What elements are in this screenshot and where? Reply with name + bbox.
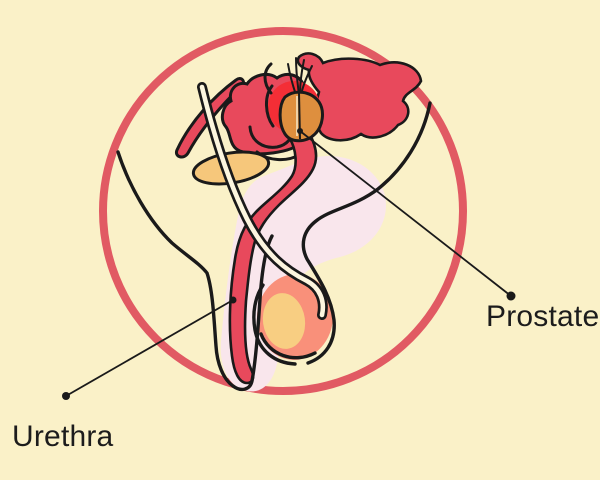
sacrum-bone: [296, 52, 423, 142]
testicle: [256, 274, 334, 360]
abdomen-penis-contour: [116, 150, 274, 392]
testicle-inner: [262, 293, 306, 349]
label-prostate: Prostate: [486, 300, 600, 333]
label-urethra: Urethra: [12, 420, 114, 453]
body-contours: [116, 101, 432, 392]
vas-deferens-band: [197, 82, 328, 320]
buttock-scrotum-contour: [301, 101, 432, 365]
prostate-shape: [278, 90, 324, 143]
leader-line-urethra: [62, 296, 237, 400]
bladder-outline: [265, 84, 275, 128]
leader-line-prostate: [297, 128, 516, 301]
vas-hook-line: [263, 62, 273, 95]
outer-ring: [99, 27, 467, 395]
epididymis-line: [259, 332, 317, 360]
scrotum-left-contour: [252, 283, 297, 366]
